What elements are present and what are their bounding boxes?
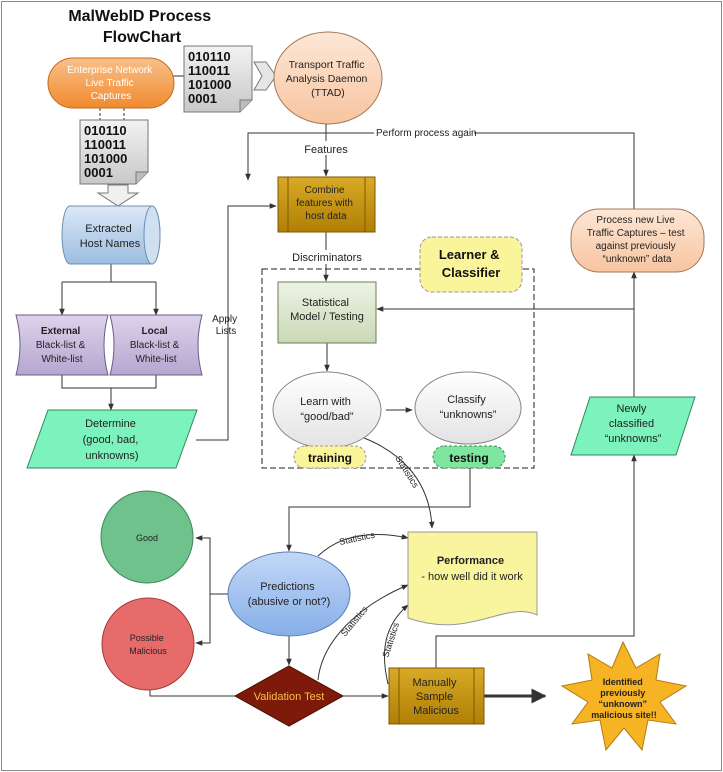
enterprise-capture-node: Enterprise Network Live Traffic Captures <box>47 57 175 109</box>
svg-text:Extracted Host Names: Extracted Host Names <box>80 223 141 250</box>
statistical-model-node: Statistical Model / Testing <box>277 281 377 344</box>
training-badge: training <box>293 445 367 469</box>
discriminators-label: Discriminators <box>292 252 362 264</box>
performance-node: Performance - how well did it work <box>407 531 538 626</box>
validation-test-node: Validation Test <box>233 665 345 727</box>
svg-text:010110 110011 1010: 010110 110011 101000 0001 <box>84 123 131 180</box>
svg-text:Combine features with: Combine features with host data <box>296 185 355 222</box>
svg-text:Learn with “good/bad”: Learn with “good/bad” <box>300 396 354 423</box>
svg-text:Determine (good, bad,: Determine (good, bad, unknowns) <box>83 418 142 462</box>
svg-text:Performance - how well d: Performance - how well did it work <box>421 555 523 583</box>
combine-features-node: Combine features with host data <box>277 176 376 233</box>
svg-text:Predictions (abusive or: Predictions (abusive or not?) <box>248 581 331 608</box>
perform-again-label: Perform process again <box>376 128 477 139</box>
external-list-node: External Black-list & White-list <box>15 314 109 376</box>
svg-text:Enterprise Network Live: Enterprise Network Live Traffic Captures <box>67 65 155 102</box>
connectors <box>59 61 637 704</box>
diagram-title: MalWebID Process FlowChart <box>68 8 215 46</box>
process-new-captures-node: Process new Live Traffic Captures – test… <box>570 208 705 273</box>
learner-classifier-label: Learner & Classifier <box>419 236 523 293</box>
ttad-node: Transport Traffic Analysis Daemon (TTAD) <box>273 31 383 125</box>
local-list-node: Local Black-list & White-list <box>109 314 203 376</box>
svg-text:Classify “unknowns”: Classify “unknowns” <box>440 394 497 421</box>
svg-text:010110 110011 1010: 010110 110011 101000 0001 <box>188 49 235 106</box>
svg-text:Possible Malicious: Possible Malicious <box>129 633 167 656</box>
svg-text:Local Black-list &: Local Black-list & White-list <box>130 326 182 365</box>
testing-badge: testing <box>432 445 506 469</box>
statistics-label-pred: Statistics <box>338 530 376 547</box>
extracted-host-names-node: Extracted Host Names <box>61 205 161 265</box>
manually-sample-node: Manually Sample Malicious <box>388 667 485 725</box>
svg-text:testing: testing <box>449 451 488 465</box>
good-node: Good <box>100 490 194 584</box>
svg-text:External Black-list &: External Black-list & White-list <box>36 326 88 365</box>
svg-text:Learner & Classifier: Learner & Classifier <box>439 247 503 280</box>
classify-unknowns-node: Classify “unknowns” <box>414 371 522 445</box>
newly-classified-node: Newly classified “unknowns” <box>570 396 696 456</box>
predictions-node: Predictions (abusive or not?) <box>227 551 351 637</box>
svg-text:Process new Live Traffic: Process new Live Traffic Captures – test… <box>587 215 688 265</box>
possible-malicious-node: Possible Malicious <box>101 597 195 691</box>
svg-text:Newly classified “: Newly classified “unknowns” <box>605 403 662 445</box>
svg-text:Identified previously: Identified previously “unknown” maliciou… <box>591 677 657 720</box>
svg-text:Good: Good <box>136 533 158 543</box>
apply-lists-label: Apply Lists <box>212 314 240 337</box>
identified-malicious-star: Identified previously “unknown” maliciou… <box>560 640 688 752</box>
statistics-label-manual: Statistics <box>380 621 401 659</box>
svg-text:Statistical Model / Test: Statistical Model / Testing <box>290 297 364 323</box>
learner-classifier-region <box>261 268 535 469</box>
determine-node: Determine (good, bad, unknowns) <box>26 409 198 469</box>
svg-text:Manually Sample Ma: Manually Sample Malicious <box>412 677 459 717</box>
binary-data-icon-left: 010110 110011 101000 0001 <box>79 119 149 185</box>
svg-text:Validation Test: Validation Test <box>254 691 325 703</box>
learn-good-bad-node: Learn with “good/bad” <box>272 371 382 449</box>
svg-text:training: training <box>308 451 352 465</box>
features-label: Features <box>304 144 348 156</box>
statistics-label-learn: Statistics <box>393 454 421 490</box>
binary-data-icon-top: 010110 110011 101000 0001 <box>183 45 253 113</box>
svg-text:Transport Traffic Analys: Transport Traffic Analysis Daemon (TTAD) <box>286 59 371 99</box>
